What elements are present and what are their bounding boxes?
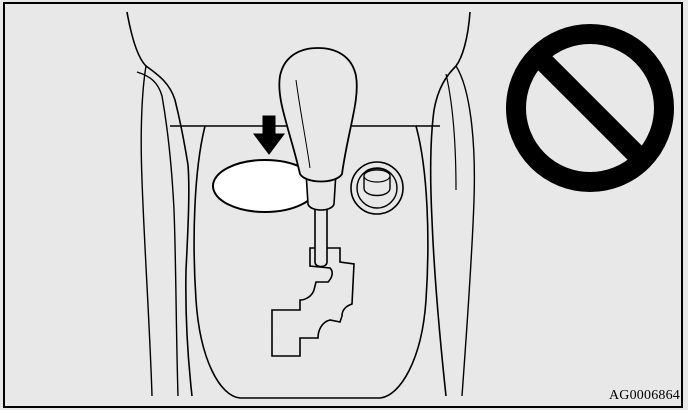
figure-id-label: AG0006864	[609, 388, 680, 404]
panel-button-top	[364, 170, 390, 182]
shift-lever-shaft	[315, 206, 327, 267]
